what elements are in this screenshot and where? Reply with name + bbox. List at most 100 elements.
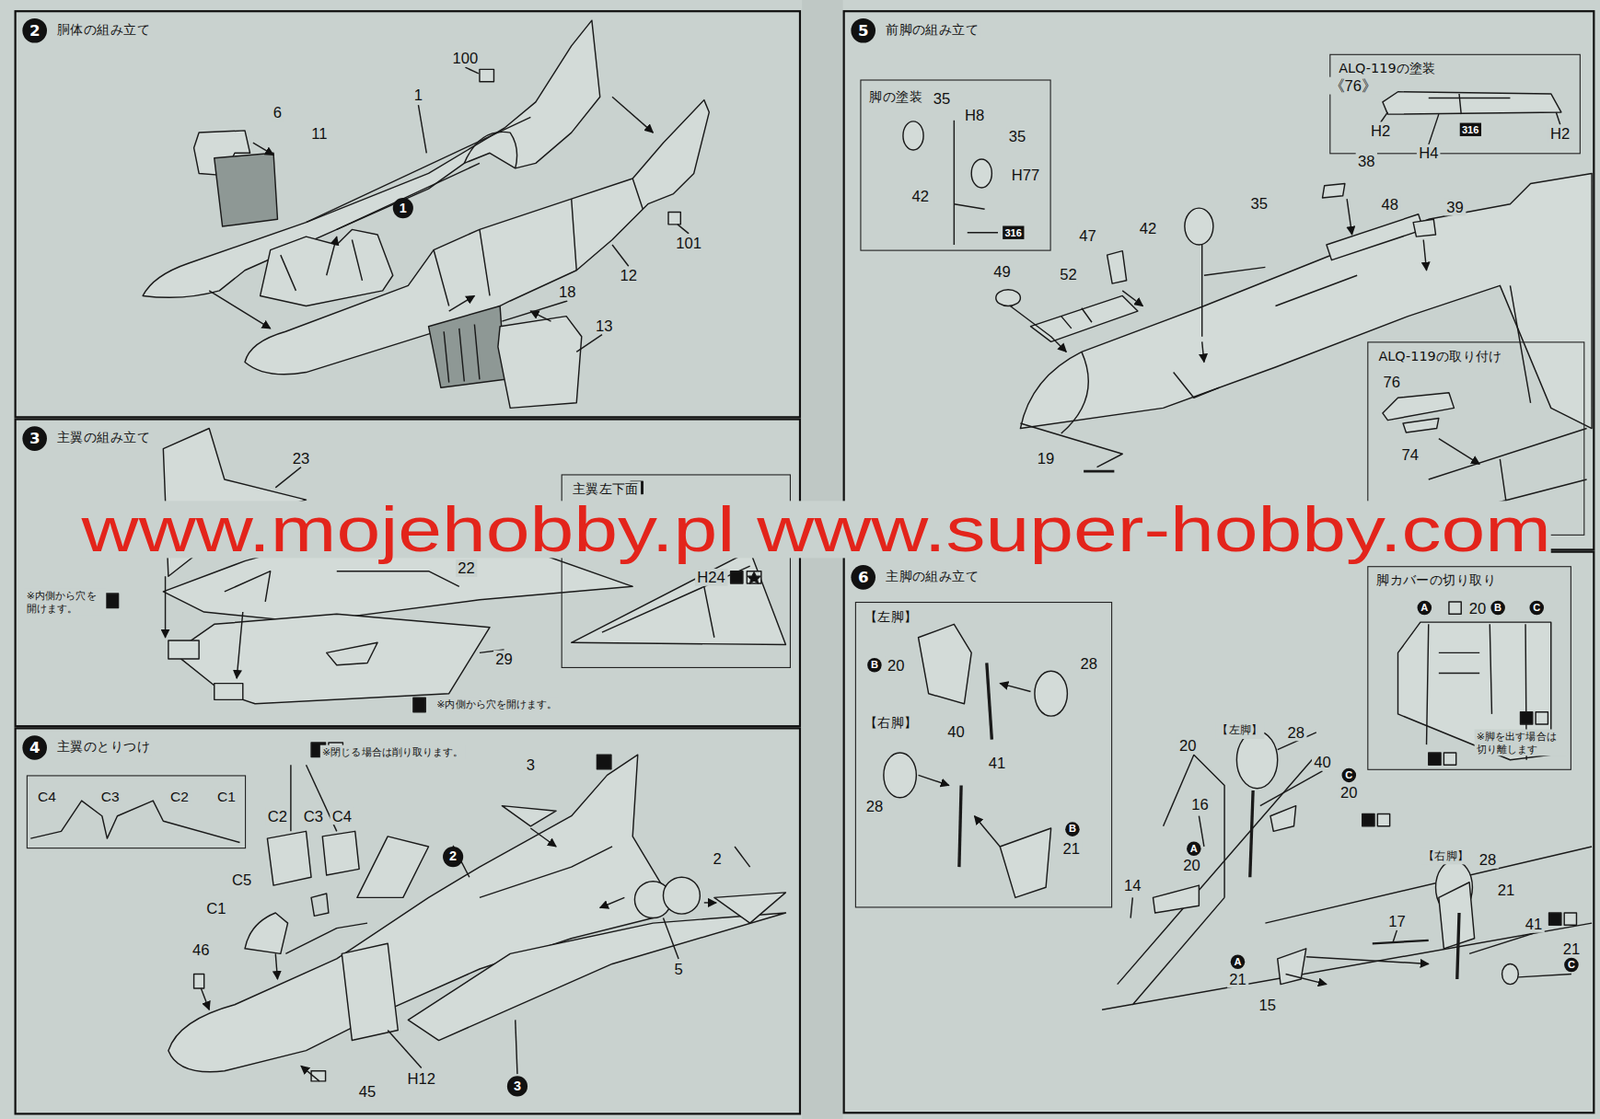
line-art bbox=[883, 753, 916, 799]
line-art bbox=[1061, 275, 1531, 434]
part-number: 76 bbox=[1380, 372, 1403, 391]
line-art bbox=[746, 571, 762, 584]
part-number: 40 bbox=[945, 722, 967, 741]
step-number: 4 bbox=[22, 735, 47, 761]
part-number: H24 bbox=[695, 568, 728, 587]
part-number: 74 bbox=[1399, 446, 1421, 464]
line-art bbox=[1555, 112, 1560, 125]
watermark: www.mojehobby.pl www.super-hobby.com bbox=[81, 500, 1552, 558]
line-art bbox=[986, 662, 993, 740]
inset-box: ALQ-119の塗装 bbox=[1329, 54, 1581, 155]
line-art bbox=[306, 116, 532, 230]
cover-letter: B bbox=[1490, 601, 1506, 616]
section-title: 脚カバーの切り取り bbox=[1374, 572, 1498, 590]
line-art bbox=[1326, 214, 1424, 261]
line-art bbox=[1083, 470, 1114, 474]
line-art bbox=[428, 306, 506, 389]
line-art bbox=[501, 301, 568, 322]
line-art bbox=[1152, 885, 1199, 914]
part-number: 46 bbox=[190, 940, 212, 959]
line-art bbox=[596, 754, 612, 770]
line-art bbox=[322, 831, 360, 876]
line-art bbox=[1277, 949, 1307, 986]
section-title: 主脚の組み立て bbox=[883, 568, 981, 585]
part-number: 17 bbox=[1386, 912, 1408, 930]
line-art bbox=[387, 1030, 422, 1068]
line-art bbox=[730, 571, 743, 584]
line-art bbox=[602, 566, 751, 638]
canopy-label: C4 bbox=[35, 788, 58, 806]
line-art bbox=[357, 836, 429, 899]
line-art bbox=[704, 902, 717, 904]
note-text: ※閉じる場合は削り取ります。 bbox=[320, 745, 466, 759]
line-art bbox=[289, 765, 291, 832]
part-number: H12 bbox=[405, 1069, 438, 1088]
part-number: 28 bbox=[1078, 654, 1100, 673]
line-art bbox=[1520, 712, 1533, 725]
paint-code: 316 bbox=[1002, 226, 1024, 240]
line-art bbox=[1380, 112, 1389, 123]
subassembly-ref: 3 bbox=[507, 1076, 528, 1097]
inset-box: C4C3C2C1 bbox=[26, 775, 246, 849]
part-number: 101 bbox=[673, 233, 704, 252]
part-number: 12 bbox=[617, 266, 639, 285]
part-number: H4 bbox=[1416, 144, 1441, 163]
line-art bbox=[173, 614, 490, 705]
line-art bbox=[1413, 219, 1436, 237]
line-art bbox=[214, 684, 244, 701]
line-art bbox=[244, 913, 289, 954]
line-art bbox=[463, 131, 517, 168]
line-art bbox=[1443, 753, 1456, 766]
line-art bbox=[236, 612, 244, 679]
line-art bbox=[918, 775, 950, 786]
line-art bbox=[1518, 974, 1572, 978]
line-art bbox=[280, 239, 363, 290]
part-number: 16 bbox=[1189, 795, 1211, 813]
line-art bbox=[1270, 806, 1297, 833]
part-number: 35 bbox=[1007, 127, 1029, 145]
section-title: 【右脚】 bbox=[862, 715, 920, 732]
line-art bbox=[1236, 731, 1277, 789]
section-title: 主翼のとりつけ bbox=[55, 738, 152, 755]
line-art bbox=[530, 828, 557, 847]
line-art bbox=[1020, 173, 1592, 429]
cover-letter: A bbox=[1230, 954, 1246, 970]
line-art bbox=[105, 593, 118, 609]
line-art bbox=[1306, 957, 1429, 965]
line-art bbox=[1564, 913, 1577, 926]
line-art bbox=[571, 551, 787, 646]
part-number: 23 bbox=[290, 449, 313, 467]
step-number: 3 bbox=[22, 426, 47, 452]
part-number: 20 bbox=[1181, 857, 1203, 875]
line-art bbox=[311, 893, 329, 916]
line-art bbox=[1163, 754, 1226, 898]
part-number: 3 bbox=[524, 756, 538, 775]
line-art bbox=[1061, 308, 1092, 329]
line-art bbox=[1502, 963, 1519, 985]
part-number: 11 bbox=[309, 125, 330, 143]
step-number: 6 bbox=[850, 565, 876, 591]
line-art bbox=[275, 953, 278, 980]
line-art bbox=[1107, 251, 1127, 284]
note-text: ※内側から穴を開けます。 bbox=[434, 697, 560, 711]
part-number: 49 bbox=[991, 262, 1013, 280]
canopy-label: C3 bbox=[99, 788, 122, 806]
part-number: H2 bbox=[1548, 125, 1573, 143]
cover-letter: C bbox=[1529, 601, 1544, 616]
part-number: 41 bbox=[1522, 915, 1544, 934]
line-art bbox=[1321, 184, 1345, 199]
line-art bbox=[1101, 754, 1592, 1010]
line-art bbox=[612, 96, 653, 133]
part-number: 21 bbox=[1495, 881, 1518, 899]
line-art bbox=[953, 204, 985, 210]
cover-letter: A bbox=[1186, 841, 1202, 857]
line-art bbox=[662, 877, 700, 915]
section-title: ALQ-119の塗装 bbox=[1336, 59, 1438, 77]
line-art bbox=[1382, 92, 1562, 115]
line-art bbox=[1034, 671, 1067, 717]
part-number: C4 bbox=[329, 807, 354, 825]
line-art bbox=[600, 897, 626, 908]
line-art bbox=[164, 576, 166, 638]
line-art bbox=[612, 244, 629, 267]
line-art bbox=[1204, 266, 1266, 276]
